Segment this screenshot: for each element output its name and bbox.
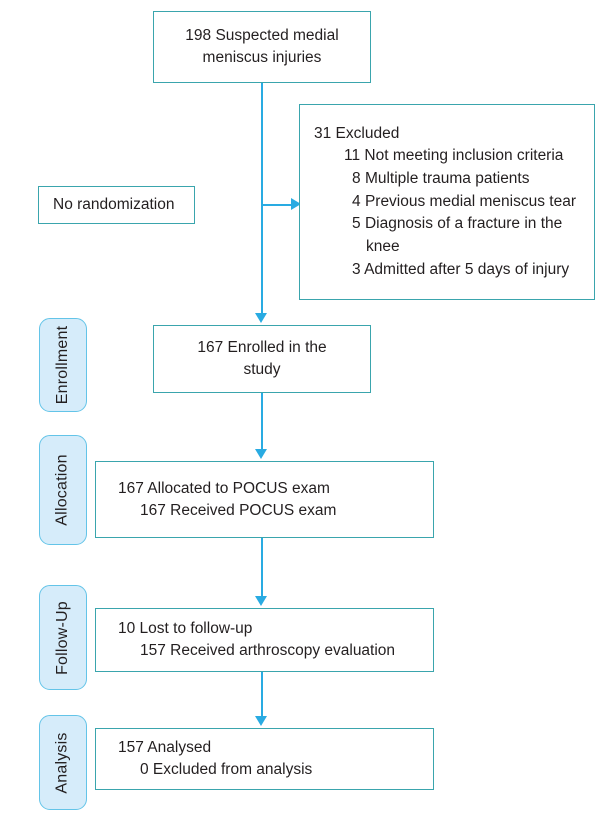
followup-line-1: 10 Lost to follow-up	[118, 620, 253, 637]
node-excluded: 31 Excluded 11 Not meeting inclusion cri…	[299, 104, 595, 300]
excluded-reason-5-text: Admitted after 5 days of injury	[364, 260, 570, 278]
stage-label-allocation: Allocation	[39, 435, 87, 545]
excluded-reason-4-wrap: knee	[366, 237, 400, 255]
excluded-reason-5: 3 Admitted after 5 days of injury	[314, 259, 569, 282]
excluded-reason-1: 11 Not meeting inclusion criteria	[314, 145, 563, 168]
connector-allocation-to-followup	[261, 538, 263, 598]
connector-followup-to-analysis	[261, 672, 263, 718]
connector-suspected-to-branch	[261, 83, 263, 131]
allocation-line-1: 167 Allocated to POCUS exam	[118, 479, 330, 497]
stage-label-followup-text: Follow-Up	[54, 600, 72, 675]
enrolled-line-1: 167 Enrolled in the	[197, 339, 327, 356]
node-no-randomization: No randomization	[38, 186, 195, 224]
node-allocation: 167 Allocated to POCUS exam 167 Received…	[95, 461, 434, 538]
excluded-reason-1-text: Not meeting inclusion criteria	[364, 147, 564, 165]
stage-label-allocation-text: Allocation	[54, 454, 71, 526]
excluded-reason-2-text: Multiple trauma patients	[364, 170, 530, 188]
connector-branch-to-excluded	[261, 204, 293, 206]
excluded-reason-3-text: Previous medial meniscus tear	[364, 192, 576, 210]
analysis-line-2: 0 Excluded from analysis	[140, 761, 313, 778]
no-randomization-label: No randomization	[53, 196, 175, 213]
excluded-reason-2-count: 8	[352, 170, 361, 188]
excluded-reason-4: 5 Diagnosis of a fracture in the	[314, 213, 562, 236]
excluded-reason-4-text: Diagnosis of a fracture in the	[364, 215, 563, 233]
arrowhead-to-followup	[255, 596, 267, 606]
stage-label-followup: Follow-Up	[39, 585, 87, 690]
stage-label-enrollment-text: Enrollment	[54, 325, 72, 405]
excluded-reason-5-count: 3	[352, 260, 361, 278]
node-analysis: 157 Analysed 0 Excluded from analysis	[95, 728, 434, 790]
stage-label-analysis-text: Analysis	[54, 731, 71, 794]
excluded-reason-4-count: 5	[352, 215, 361, 233]
suspected-line-1: 198 Suspected medial	[185, 27, 339, 44]
excluded-reason-3-count: 4	[352, 192, 361, 210]
enrolled-line-2: study	[243, 361, 281, 378]
connector-branch-to-enrolled	[261, 131, 263, 315]
node-followup: 10 Lost to follow-up 157 Received arthro…	[95, 608, 434, 672]
node-suspected-injuries: 198 Suspected medial meniscus injuries	[153, 11, 371, 83]
arrowhead-to-excluded	[291, 198, 301, 210]
excluded-reason-1-count: 11	[344, 147, 361, 165]
allocation-line-2: 167 Received POCUS exam	[140, 501, 337, 519]
analysis-line-1: 157 Analysed	[118, 739, 212, 756]
arrowhead-to-enrolled	[255, 313, 267, 323]
stage-label-analysis: Analysis	[39, 715, 87, 810]
arrowhead-to-allocation	[255, 449, 267, 459]
excluded-reason-3: 4 Previous medial meniscus tear	[314, 191, 576, 214]
node-enrolled: 167 Enrolled in the study	[153, 325, 371, 393]
connector-enrolled-to-allocation	[261, 393, 263, 451]
excluded-heading: 31 Excluded	[314, 124, 400, 142]
suspected-line-2: meniscus injuries	[202, 49, 322, 66]
stage-label-enrollment: Enrollment	[39, 318, 87, 412]
followup-line-2: 157 Received arthroscopy evaluation	[140, 642, 396, 659]
arrowhead-to-analysis	[255, 716, 267, 726]
excluded-reason-2: 8 Multiple trauma patients	[314, 168, 530, 191]
